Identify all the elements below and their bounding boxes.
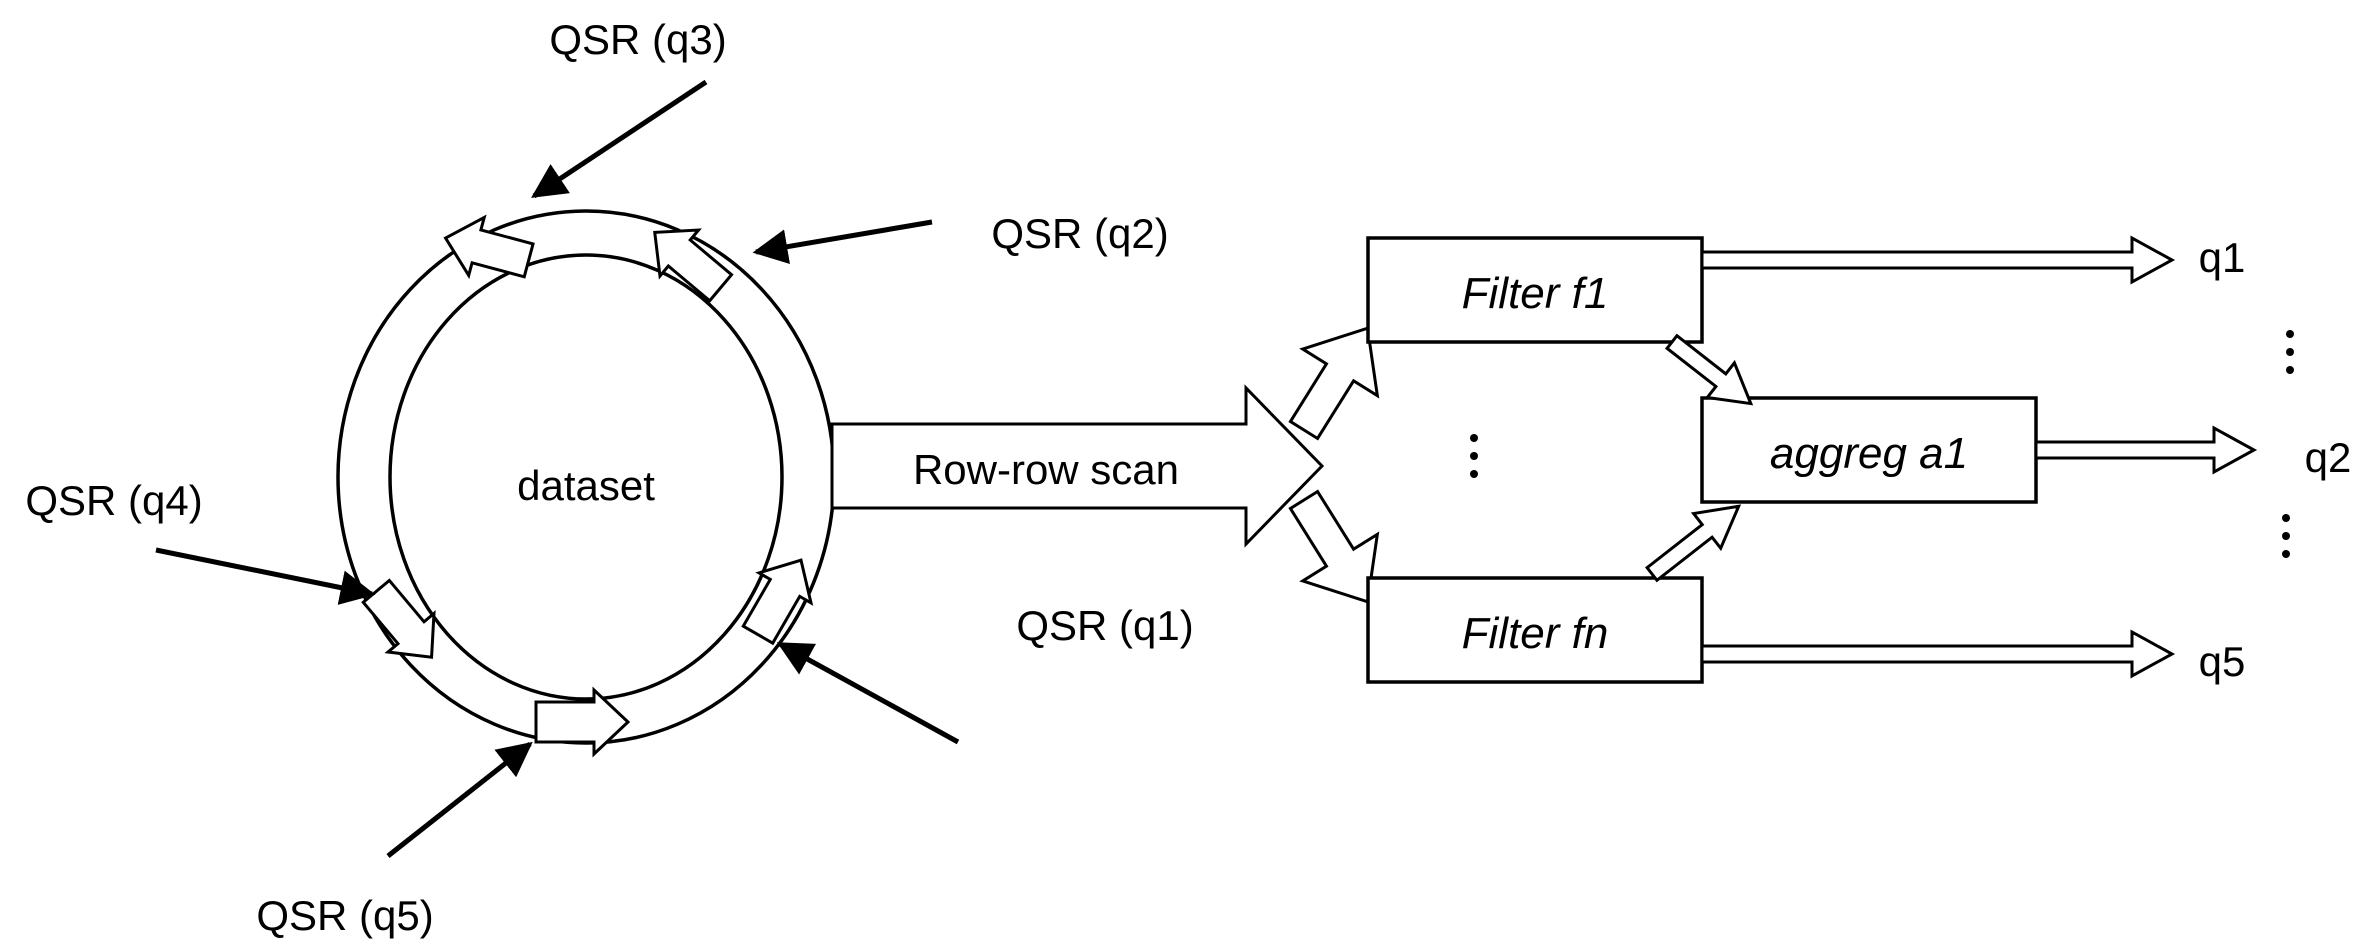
filter-fn-label: Filter fn [1462,609,1609,658]
qsr-q4-label: QSR (q4) [25,477,202,524]
qsr-q3-arrow [531,79,708,199]
dataset-label: dataset [517,462,655,509]
qsr-q3-label: QSR (q3) [549,16,726,63]
output-q5-arrow [1700,629,2176,679]
output-q2-label: q2 [2305,434,2352,481]
ring-scan-arrow-left [361,578,436,659]
output-q5-label: q5 [2199,638,2246,685]
aggregate-label: aggreg a1 [1770,429,1968,478]
qsr-q5-arrow [386,741,533,858]
output-q2-arrow [2034,425,2258,475]
ring-scan-arrow-right [741,558,814,646]
row-scan-arrow [830,384,1325,548]
qsr-q5-label: QSR (q5) [256,892,433,939]
ring-scan-arrow-bottom [534,686,631,758]
f1-to-aggregate-arrow [1664,333,1754,406]
filter-fn-box [1366,576,1704,684]
aggregate-box [1700,396,2038,504]
fn-to-aggregate-arrow [1644,504,1742,583]
filter-ellipsis [1470,434,1478,478]
ring-scan-arrow-top-left [443,214,535,280]
qsr-q2-label: QSR (q2) [991,210,1168,257]
filter-f1-box [1366,236,1704,344]
qsr-q1-arrow [776,641,960,745]
output-q1-arrow [1700,235,2176,285]
qsr-q1-label: QSR (q1) [1016,602,1193,649]
qsr-q2-arrow [752,219,933,264]
dataset-ring-inner [388,253,784,701]
split-arrow-upper [1288,326,1380,441]
filter-f1-label: Filter f1 [1462,269,1609,318]
split-arrow-lower [1288,489,1380,604]
output-ellipsis-upper [2286,330,2294,374]
ring-scan-arrow-top-right [653,228,734,303]
row-scan-label: Row-row scan [913,446,1179,493]
output-q1-label: q1 [2199,234,2246,281]
dataset-ring [336,209,836,745]
qsr-q4-arrow [155,547,376,605]
output-ellipsis-lower [2282,514,2290,558]
